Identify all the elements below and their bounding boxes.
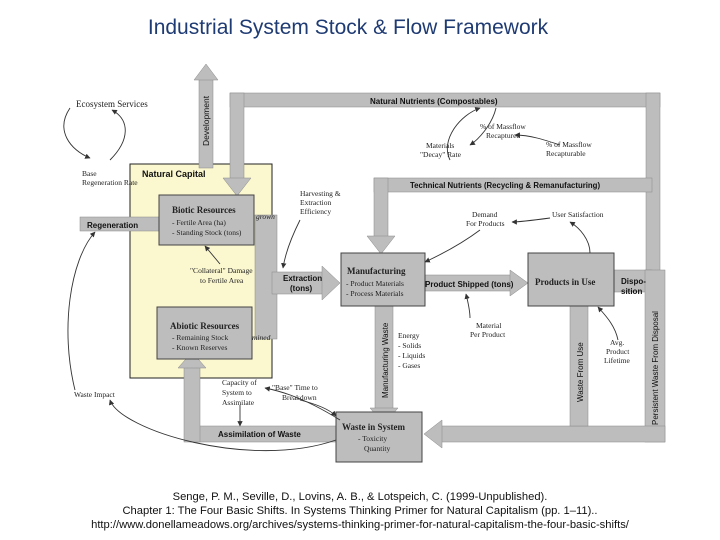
capacity-1: Capacity of bbox=[222, 378, 257, 387]
harvest-3: Efficiency bbox=[300, 207, 331, 216]
persistent-waste-arrowhead bbox=[423, 419, 443, 449]
natural-capital-label: Natural Capital bbox=[142, 169, 206, 179]
pct-recapturable-2: Recapturable bbox=[546, 149, 586, 158]
pct-recapturable-1: % of Massflow bbox=[546, 140, 592, 149]
decay-rate-1: Materials bbox=[426, 141, 454, 150]
arrow-impact-to-regen bbox=[67, 231, 96, 391]
arrow-services-to-regen-rate bbox=[63, 107, 91, 159]
natural-nutrients-label: Natural Nutrients (Compostables) bbox=[370, 97, 498, 106]
user-satisfaction-label: User Satisfaction bbox=[552, 210, 604, 219]
arrow-lifetime-to-products bbox=[597, 306, 619, 341]
manufacturing-title: Manufacturing bbox=[347, 266, 406, 276]
products-in-use-stock bbox=[527, 252, 615, 307]
manufacturing-stock bbox=[340, 252, 426, 307]
arrow-demand-to-manufacturing bbox=[424, 229, 481, 263]
mined-label: mined bbox=[252, 333, 271, 342]
biotic-item-1: - Fertile Area (ha) bbox=[172, 218, 226, 227]
arrow-recapturable-to-recaptured bbox=[514, 132, 561, 146]
waste-type-2: - Solids bbox=[398, 341, 421, 350]
citation-line-1: Senge, P. M., Seville, D., Lovins, A. B.… bbox=[172, 491, 548, 503]
collateral-1: "Collateral" Damage bbox=[190, 266, 253, 275]
citation-line-2: Chapter 1: The Four Basic Shifts. In Sys… bbox=[122, 505, 598, 517]
natural-nutrients-arrowhead bbox=[222, 177, 252, 197]
development-label: Development bbox=[201, 95, 211, 146]
product-shipped-arrowhead bbox=[509, 269, 529, 297]
arrow-breakdown-to-waste bbox=[299, 399, 337, 417]
arrow-harvest-to-extraction bbox=[281, 219, 301, 269]
breakdown-2: Breakdown bbox=[282, 393, 317, 402]
extraction-1: Extraction bbox=[283, 274, 322, 283]
stock-flow-diagram: Ecosystem Services Development Natural N… bbox=[63, 63, 666, 463]
breakdown-1: "Base" Time to bbox=[272, 383, 318, 392]
technical-nutrients-arrowhead bbox=[366, 235, 396, 255]
abiotic-resources-stock bbox=[156, 306, 253, 360]
avg-lifetime-1: Avg. bbox=[610, 338, 624, 347]
demand-1: Demand bbox=[472, 210, 498, 219]
biotic-item-2: - Standing Stock (tons) bbox=[172, 228, 242, 237]
assimilation-label: Assimilation of Waste bbox=[218, 430, 301, 439]
regeneration-label: Regeneration bbox=[87, 221, 138, 230]
manufacturing-item-2: - Process Materials bbox=[346, 289, 404, 298]
technical-nutrients-label: Technical Nutrients (Recycling & Remanuf… bbox=[410, 181, 600, 190]
avg-lifetime-2: Product bbox=[606, 347, 630, 356]
arrow-satisfaction-to-demand bbox=[511, 217, 551, 225]
assimilation-pipe-up bbox=[183, 365, 201, 443]
extraction-arrowhead bbox=[321, 265, 341, 301]
persistent-waste-pipe-bottom bbox=[439, 425, 666, 443]
extraction-2: (tons) bbox=[290, 284, 313, 293]
grown-label: grown bbox=[256, 212, 275, 221]
waste-in-system-stock bbox=[335, 411, 423, 463]
citation: Senge, P. M., Seville, D., Lovins, A. B.… bbox=[40, 490, 680, 532]
citation-url[interactable]: http://www.donellameadows.org/archives/s… bbox=[91, 519, 629, 531]
arrow-waste-to-capacity bbox=[264, 386, 341, 421]
pct-recaptured-2: Recaptured bbox=[486, 131, 520, 140]
persistent-waste-label: Persistent Waste From Disposal bbox=[651, 311, 660, 425]
assimilation-arrowhead bbox=[177, 351, 207, 369]
waste-from-use-label: Waste From Use bbox=[576, 342, 585, 402]
waste-item-1: - Toxicity bbox=[358, 434, 387, 443]
material-per-product-1: Material bbox=[476, 321, 501, 330]
manufacturing-waste-label: Manufacturing Waste bbox=[381, 322, 390, 398]
waste-impact-label: Waste Impact bbox=[74, 390, 116, 399]
decay-rate-2: "Decay" Rate bbox=[420, 150, 462, 159]
technical-nutrients-pipe-down bbox=[373, 177, 389, 239]
page-title: Industrial System Stock & Flow Framework bbox=[147, 16, 549, 39]
biotic-resources-stock bbox=[158, 194, 255, 246]
manufacturing-item-1: - Product Materials bbox=[346, 279, 404, 288]
arrow-products-to-satisfaction bbox=[569, 221, 591, 254]
harvest-1: Harvesting & bbox=[300, 189, 341, 198]
disposition-1: Dispo- bbox=[621, 277, 646, 286]
waste-type-4: - Gases bbox=[398, 361, 420, 370]
waste-type-3: - Liquids bbox=[398, 351, 425, 360]
base-regen-1: Base bbox=[82, 169, 97, 178]
material-per-product-2: Per Product bbox=[470, 330, 506, 339]
development-pipe-arrowhead bbox=[193, 63, 219, 81]
arrow-collateral-to-biotic bbox=[204, 245, 221, 265]
arrow-regen-rate-to-services bbox=[109, 109, 126, 161]
waste-item-2: Quantity bbox=[364, 444, 390, 453]
arrow-decay-to-nutrients bbox=[446, 107, 481, 161]
natural-nutrients-pipe-left bbox=[229, 92, 245, 180]
waste-in-system-title: Waste in System bbox=[342, 422, 406, 432]
products-in-use-label: Products in Use bbox=[535, 277, 595, 287]
abiotic-resources-title: Abiotic Resources bbox=[170, 321, 240, 331]
arrow-waste-to-impact bbox=[108, 399, 337, 452]
collateral-2: to Fertile Area bbox=[200, 276, 244, 285]
arrow-material-to-shipped bbox=[464, 293, 471, 319]
biotic-resources-title: Biotic Resources bbox=[172, 205, 236, 215]
harvest-2: Extraction bbox=[300, 198, 331, 207]
demand-2: For Products bbox=[466, 219, 505, 228]
ecosystem-services-label: Ecosystem Services bbox=[76, 99, 148, 109]
waste-type-1: Energy bbox=[398, 331, 420, 340]
product-shipped-label: Product Shipped (tons) bbox=[425, 280, 514, 289]
pct-recaptured-1: % of Massflow bbox=[480, 122, 526, 131]
avg-lifetime-3: Lifetime bbox=[604, 356, 630, 365]
capacity-2: System to bbox=[222, 388, 252, 397]
abiotic-item-1: - Remaining Stock bbox=[172, 333, 228, 342]
abiotic-item-2: - Known Reserves bbox=[172, 343, 227, 352]
capacity-3: Assimilate bbox=[222, 398, 255, 407]
arrow-nutrients-to-decay bbox=[469, 107, 497, 146]
base-regen-2: Regeneration Rate bbox=[82, 178, 138, 187]
disposition-2: sition bbox=[621, 287, 642, 296]
